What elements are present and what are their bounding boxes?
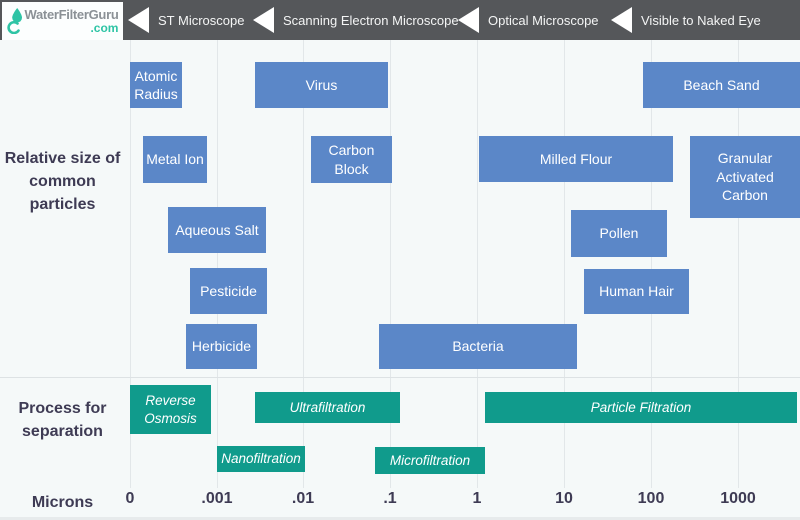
visibility-header-bar: ST Microscope Scanning Electron Microsco…: [0, 0, 800, 40]
particle-bar: Bacteria: [379, 324, 577, 369]
site-logo: WaterFilterGuru .com: [2, 2, 123, 40]
particle-bar: Atomic Radius: [130, 62, 182, 108]
particle-bar: Human Hair: [584, 269, 689, 314]
axis-gridline: [564, 40, 565, 488]
arrow-left-icon: [253, 7, 274, 33]
process-bar: Ultrafiltration: [255, 392, 400, 423]
arrow-left-icon: [128, 7, 149, 33]
process-bar: Reverse Osmosis: [130, 385, 211, 434]
particle-bar: Beach Sand: [643, 62, 800, 108]
axis-gridline: [477, 40, 478, 488]
axis-tick-label: 1000: [720, 490, 756, 507]
water-drop-logo-icon: [6, 8, 22, 34]
band-label: Scanning Electron Microscope: [283, 12, 459, 28]
axis-tick-label: .001: [201, 490, 233, 507]
axis-tick-label: 1: [472, 490, 482, 507]
particle-bar: Milled Flour: [479, 136, 673, 182]
header-band-sem: Scanning Electron Microscope: [253, 0, 459, 40]
band-label: ST Microscope: [158, 12, 245, 28]
particle-bar: Pollen: [571, 210, 667, 257]
section-divider-line: [0, 377, 800, 378]
header-band-st-microscope: ST Microscope: [128, 0, 244, 40]
particle-bar: Aqueous Salt: [168, 207, 266, 253]
logo-tld-text: .com: [90, 21, 119, 35]
particle-bar: Virus: [255, 62, 388, 108]
arrow-left-icon: [458, 7, 479, 33]
axis-tick-label: .1: [383, 490, 397, 507]
band-label: Visible to Naked Eye: [641, 12, 761, 28]
axis-tick-label: 0: [125, 490, 135, 507]
logo-brand-text: WaterFilterGuru: [24, 7, 119, 22]
axis-tick-label: 100: [637, 490, 665, 507]
logo-text: WaterFilterGuru .com: [25, 8, 119, 34]
axis-gridline: [303, 40, 304, 488]
process-section-label: Process for separation: [18, 400, 107, 441]
particle-bar: Carbon Block: [311, 136, 392, 183]
header-band-optical: Optical Microscope: [458, 0, 599, 40]
axis-tick-label: .01: [291, 490, 315, 507]
arrow-left-icon: [611, 7, 632, 33]
axis-unit-label: Microns: [31, 494, 94, 511]
axis-gridline: [651, 40, 652, 488]
header-band-naked-eye: Visible to Naked Eye: [611, 0, 761, 40]
axis-gridline: [390, 40, 391, 488]
axis-gridline: [130, 40, 131, 488]
axis-gridline: [738, 40, 739, 488]
process-bar: Microfiltration: [375, 447, 485, 474]
process-bar: Particle Filtration: [485, 392, 797, 423]
particle-bar: Herbicide: [186, 324, 257, 369]
process-bar: Nanofiltration: [217, 446, 305, 472]
particle-bar: Pesticide: [190, 268, 267, 314]
band-label: Optical Microscope: [488, 12, 599, 28]
particle-bar: Granular Activated Carbon: [690, 136, 800, 218]
axis-gridline: [217, 40, 218, 488]
particle-bar: Metal Ion: [143, 136, 207, 183]
axis-tick-label: 10: [555, 490, 573, 507]
particles-section-label: Relative size of common particles: [4, 150, 121, 214]
